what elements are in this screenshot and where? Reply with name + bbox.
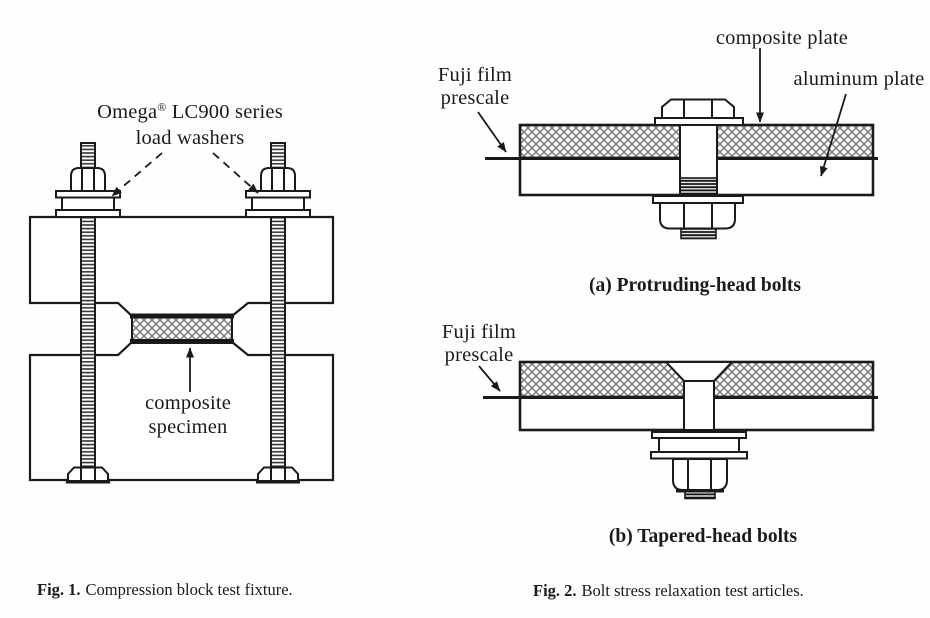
fig2a-drawing: [477, 48, 878, 240]
protruding-bolt-head: [661, 98, 735, 119]
bolt-head-bottom-left: [66, 466, 110, 484]
fig1-caption-label: Fig. 1.: [37, 580, 81, 599]
registered-trademark-symbol: ®: [157, 100, 167, 114]
arrow-fuji-a: [477, 111, 507, 153]
hex-nut: [260, 167, 296, 192]
washer-top: [654, 117, 744, 126]
washer-plate: [650, 451, 748, 460]
fig1-caption: Fig. 1.Compression block test fixture.: [37, 580, 293, 600]
hex-nut-bottom: [672, 458, 728, 493]
tapered-bolt-head: [663, 361, 735, 382]
composite-specimen: [130, 313, 234, 344]
arrow-aluminum-plate: [819, 93, 847, 177]
fig2-caption-text: Bolt stress relaxation test articles.: [581, 581, 804, 600]
hex-nut: [70, 167, 106, 192]
subcaption-protruding-head: (a) Protruding-head bolts: [589, 275, 801, 296]
load-washer-assembly-right: [245, 167, 311, 218]
bolt-head-bottom-right: [256, 466, 300, 484]
load-washer-assembly-left: [55, 167, 121, 218]
fig2-caption-label: Fig. 2.: [533, 581, 577, 600]
threaded-rod-left: [80, 142, 96, 474]
composite-specimen-label: composite specimen: [144, 392, 232, 438]
washer-bottom: [652, 195, 744, 204]
leader-load-washers-right: [212, 152, 259, 194]
composite-plate-label: composite plate: [715, 27, 849, 49]
fig1-caption-text: Compression block test fixture.: [85, 580, 293, 599]
load-washers-label-line2: load washers: [135, 127, 245, 149]
fig1-drawing: [28, 142, 335, 484]
hex-nut-bottom: [659, 202, 736, 230]
upper-block: [28, 215, 335, 318]
bolt-shank: [683, 379, 715, 431]
leader-load-washers-left: [111, 152, 163, 197]
load-washer: [251, 196, 305, 211]
bolt-threads: [679, 177, 718, 196]
fig2b-drawing: [478, 360, 878, 500]
load-washer: [61, 196, 115, 211]
fig2-caption: Fig. 2.Bolt stress relaxation test artic…: [533, 581, 804, 601]
washer-plate: [245, 209, 311, 218]
fuji-film-prescale-label-a: Fuji film prescale: [437, 64, 513, 109]
fuji-film-prescale-label-b: Fuji film prescale: [441, 321, 517, 366]
thread-stub: [684, 490, 716, 500]
arrow-fuji-b: [478, 365, 501, 392]
washer-plate: [55, 209, 121, 218]
subcaption-tapered-head: (b) Tapered-head bolts: [608, 526, 798, 547]
thread-stub: [680, 227, 717, 240]
load-washers-label: Omega® LC900 series load washers: [70, 94, 310, 151]
aluminum-plate-label: aluminum plate: [793, 68, 925, 90]
load-washer: [658, 437, 740, 453]
load-washers-label-line1: Omega® LC900 series: [97, 100, 283, 123]
